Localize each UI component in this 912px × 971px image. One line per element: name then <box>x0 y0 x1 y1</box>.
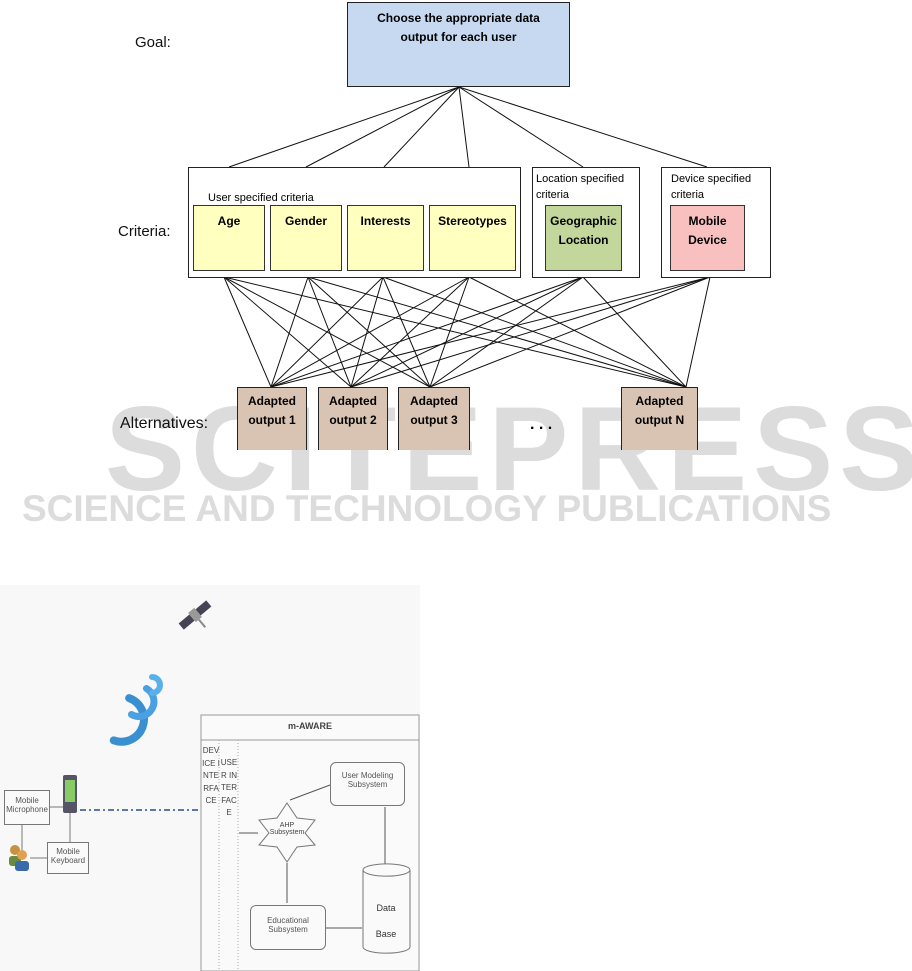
criteria-alternative-line <box>270 276 309 388</box>
criteria-alternative-line <box>270 276 584 388</box>
user-group-label: User specified criteria <box>208 192 314 204</box>
goal-criteria-line <box>228 86 460 168</box>
criteria-alternative-line <box>382 276 687 388</box>
criteria-alternative-line <box>307 276 352 388</box>
m-aware-title: m-AWARE <box>287 721 332 731</box>
ellipsis: . . . <box>530 416 553 433</box>
criteria-alternative-line <box>350 276 384 388</box>
criteria-alternative-line <box>468 276 687 388</box>
criteria-alternative-line <box>270 276 711 388</box>
criteria-alternative-line <box>223 276 272 388</box>
ahp-subsystem-label: AHP Subsystem <box>269 822 305 836</box>
goal-criteria-line <box>458 86 470 168</box>
criteria-label: Criteria: <box>118 223 171 240</box>
database-label: Data Base <box>375 903 397 939</box>
location-group-label: Location specified criteria <box>536 173 625 201</box>
goal-criteria-line <box>305 86 460 168</box>
device-interface-label: DEVICE INTERFACE <box>202 746 220 805</box>
mobile-microphone-box: Mobile Microphone <box>4 790 50 825</box>
alternative-2: Adapted output 2 <box>318 387 388 450</box>
goal-label: Goal: <box>135 34 171 51</box>
mobile-keyboard-box: Mobile Keyboard <box>47 842 89 874</box>
criteria-alternative-line <box>223 276 687 388</box>
criteria-alternative-line <box>429 276 711 388</box>
wireless-signal-icon <box>109 674 163 746</box>
users-icon <box>9 845 29 871</box>
goal-criteria-line <box>383 86 460 168</box>
criteria-alternative-line <box>350 276 584 388</box>
ahp-subsystem-shape <box>258 802 316 863</box>
watermark-sub: SCIENCE AND TECHNOLOGY PUBLICATIONS <box>22 488 832 529</box>
goal-criteria-line <box>458 86 708 168</box>
device-group-label: Device specified criteria <box>671 173 752 201</box>
criterion-gender: Gender <box>270 205 342 271</box>
criteria-alternative-line <box>350 276 711 388</box>
educational-subsystem-box: Educational Subsystem <box>250 905 326 950</box>
criteria-alternative-line <box>350 276 470 388</box>
architecture-figure: m-AWARE DEVICE INTERFACE USER INTERFACE … <box>0 585 420 971</box>
criterion-geographic-location: Geographic Location <box>545 205 622 271</box>
criteria-alternative-line <box>582 276 687 388</box>
user-modeling-box: User Modeling Subsystem <box>330 762 405 806</box>
alternatives-label: Alternatives: <box>120 415 209 432</box>
alternative-1: Adapted output 1 <box>237 387 307 450</box>
criteria-alternative-line <box>307 276 687 388</box>
criteria-alternative-line <box>223 276 352 388</box>
goal-box: Choose the appropriate data output for e… <box>347 2 570 87</box>
alternative-n: Adapted output N <box>621 387 698 450</box>
criteria-alternative-line <box>270 276 470 388</box>
alternative-3: Adapted output 3 <box>398 387 470 450</box>
user-interface-label: USER INTERFACE <box>220 758 238 817</box>
criteria-alternative-line <box>382 276 431 388</box>
goal-criteria-line <box>458 86 584 168</box>
satellite-icon <box>178 600 212 630</box>
criterion-interests: Interests <box>347 205 424 271</box>
database-cylinder <box>362 863 411 954</box>
criteria-alternative-line <box>685 276 711 388</box>
criteria-alternative-line <box>270 276 384 388</box>
criteria-alternative-line <box>429 276 470 388</box>
criterion-stereotypes: Stereotypes <box>429 205 516 271</box>
criterion-mobile-device: Mobile Device <box>670 205 745 271</box>
criterion-age: Age <box>193 205 265 271</box>
criteria-alternative-line <box>429 276 584 388</box>
connector-lines <box>223 86 711 388</box>
